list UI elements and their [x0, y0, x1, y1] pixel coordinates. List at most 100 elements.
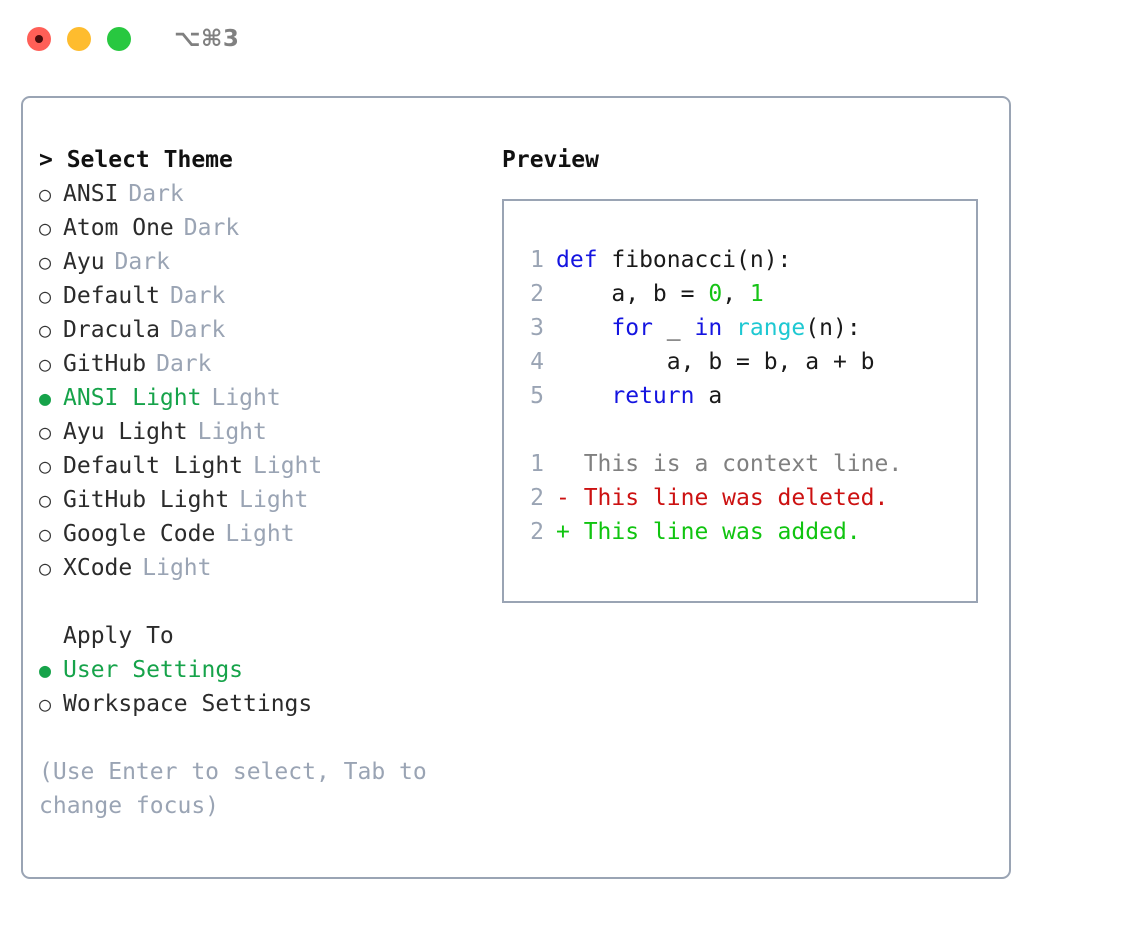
theme-option-label: Ayu Light: [63, 419, 188, 445]
radio-unselected-icon: ○: [39, 454, 52, 478]
radio-unselected-icon: ○: [39, 284, 52, 308]
diff-text: This is a context line.: [556, 451, 903, 477]
code-token: [722, 315, 736, 341]
line-number: 3: [530, 315, 544, 341]
minimize-button[interactable]: [67, 27, 91, 51]
code-token: ,: [722, 281, 750, 307]
apply-to-heading: Apply To: [63, 623, 174, 649]
theme-variant-badge: Light: [253, 453, 323, 479]
select-theme-heading: > Select Theme: [39, 147, 233, 173]
theme-option-default-light[interactable]: ○ Default Light Light: [39, 449, 479, 483]
code-text: for _ in range(n):: [556, 311, 861, 345]
line-number: 2: [530, 281, 544, 307]
line-number: 5: [530, 383, 544, 409]
code-token: a, b =: [556, 281, 709, 307]
apply-to-option-label: User Settings: [63, 657, 244, 683]
theme-option-label: Default: [63, 283, 160, 309]
theme-option-label: Default Light: [63, 453, 244, 479]
code-token: a, b = b, a + b: [556, 349, 875, 375]
theme-variant-badge: Dark: [156, 351, 212, 377]
code-token: [556, 383, 611, 409]
code-text: def fibonacci(n):: [556, 243, 791, 277]
theme-option-label: Dracula: [63, 317, 160, 343]
close-button[interactable]: [27, 27, 51, 51]
radio-unselected-icon: ○: [39, 420, 52, 444]
code-token: range: [736, 315, 806, 341]
radio-selected-icon: ●: [39, 658, 52, 682]
theme-option-label: Google Code: [63, 521, 216, 547]
radio-unselected-icon: ○: [39, 692, 52, 716]
line-number: 1: [530, 247, 544, 273]
line-number: 2: [530, 485, 544, 511]
code-text: a, b = b, a + b: [556, 345, 875, 379]
theme-variant-badge: Light: [211, 385, 281, 411]
theme-variant-badge: Dark: [169, 283, 226, 309]
apply-to-option-list[interactable]: ● User Settings ○ Workspace Settings: [39, 653, 479, 721]
code-text: a, b = 0, 1: [556, 277, 764, 311]
theme-option-label: ANSI Light: [63, 385, 202, 411]
radio-unselected-icon: ○: [39, 488, 52, 512]
code-token: a: [694, 383, 723, 409]
code-text: return a: [556, 379, 722, 413]
theme-option-default[interactable]: ○ Default Dark: [39, 279, 479, 313]
preview-heading: Preview: [502, 147, 599, 173]
list-spacer: [39, 585, 479, 619]
code-token: 1: [749, 281, 764, 307]
code-token: fibonacci(n):: [597, 247, 792, 273]
diff-line: 2 + This line was added.: [518, 515, 970, 549]
apply-to-option-workspace-settings[interactable]: ○ Workspace Settings: [39, 687, 479, 721]
theme-option-label: XCode: [63, 555, 133, 581]
radio-unselected-icon: ○: [39, 352, 52, 376]
theme-option-label: GitHub: [63, 351, 147, 377]
theme-option-google-code[interactable]: ○ Google Code Light: [39, 517, 479, 551]
radio-unselected-icon: ○: [39, 250, 52, 274]
diff-line: 1 This is a context line.: [518, 447, 970, 481]
code-line: 2 a, b = 0, 1: [518, 277, 970, 311]
theme-option-github[interactable]: ○ GitHub Dark: [39, 347, 479, 381]
maximize-button[interactable]: [107, 27, 131, 51]
line-number: 2: [530, 519, 544, 545]
keyboard-shortcut-label: ⌥⌘3: [174, 26, 240, 52]
code-line: 3 for _ in range(n):: [518, 311, 970, 345]
diff-text: - This line was deleted.: [556, 485, 889, 511]
theme-variant-badge: Dark: [169, 317, 226, 343]
line-number: 1: [530, 451, 544, 477]
apply-to-option-user-settings[interactable]: ● User Settings: [39, 653, 479, 687]
diff-sample-block: 1 This is a context line. 2 - This line wa…: [518, 447, 970, 549]
radio-unselected-icon: ○: [39, 522, 52, 546]
code-token: return: [611, 383, 695, 409]
radio-unselected-icon: ○: [39, 182, 52, 206]
diff-text: + This line was added.: [556, 519, 861, 545]
code-token: (n):: [805, 315, 861, 341]
theme-option-label: GitHub Light: [63, 487, 230, 513]
keyboard-hint-text: (Use Enter to select, Tab to change focu…: [39, 759, 441, 819]
code-token: def: [556, 247, 598, 273]
radio-unselected-icon: ○: [39, 556, 52, 580]
theme-variant-badge: Dark: [114, 249, 170, 275]
line-number: 4: [530, 349, 544, 375]
code-token: 0: [708, 281, 723, 307]
theme-variant-badge: Light: [225, 521, 295, 547]
code-line: 4 a, b = b, a + b: [518, 345, 970, 379]
apply-to-option-label: Workspace Settings: [63, 691, 313, 717]
theme-variant-badge: Dark: [128, 181, 184, 207]
window-titlebar: ⌥⌘3: [0, 0, 1140, 78]
code-token: _: [652, 315, 695, 341]
code-diff-gap: [518, 413, 970, 447]
